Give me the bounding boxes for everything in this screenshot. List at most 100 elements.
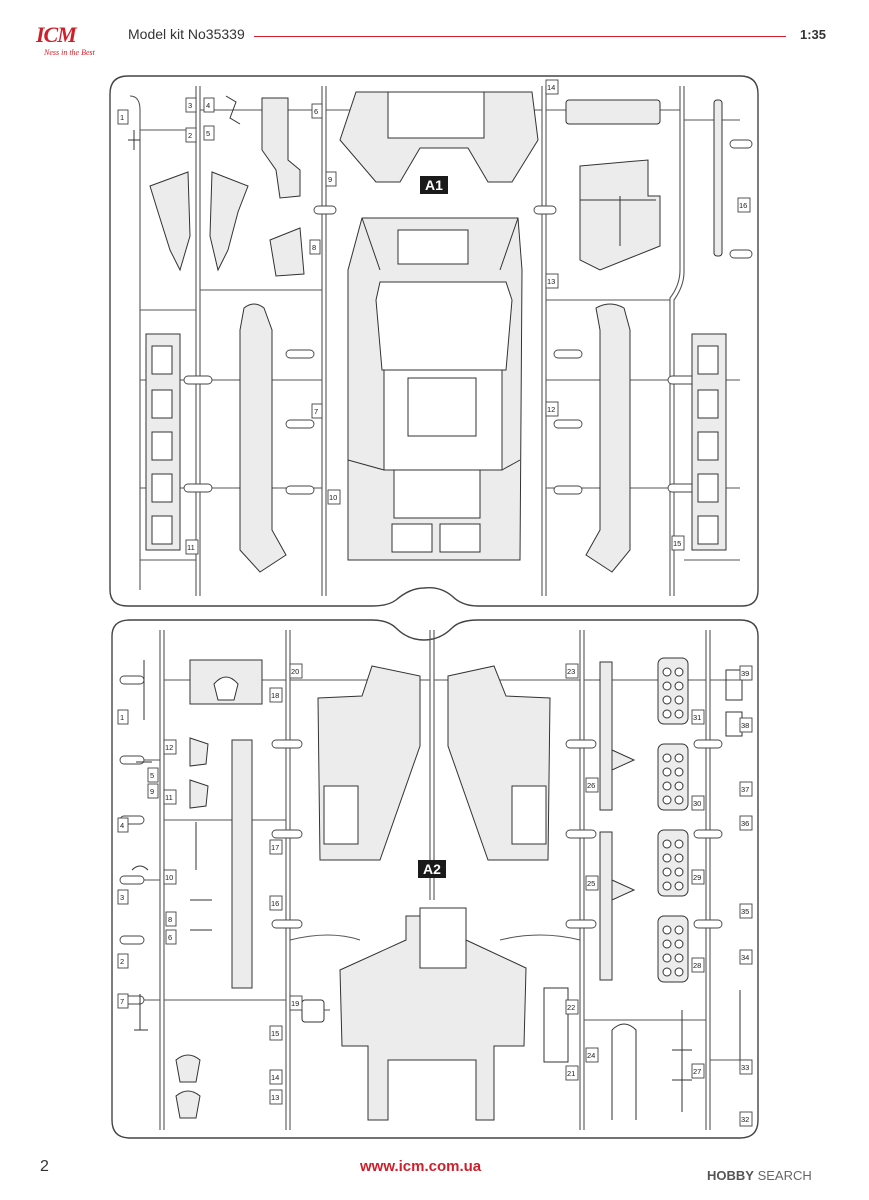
watermark-brand: HOBBY	[707, 1168, 754, 1183]
part-tag-37: 37	[739, 781, 753, 797]
part-tag-label: 13	[271, 1093, 279, 1102]
part-tag-label: 18	[271, 691, 279, 700]
part-tag-22: 22	[565, 999, 579, 1015]
part-tag-label: 24	[587, 1051, 595, 1060]
part-tag-17: 17	[269, 839, 283, 855]
logo-word: ICM	[36, 22, 77, 47]
part-tag-7: 7	[117, 993, 129, 1009]
part-tag-1: 1	[117, 109, 129, 125]
part-tag-label: 16	[271, 899, 279, 908]
part-tag-label: 3	[120, 893, 124, 902]
part-tag-36: 36	[739, 815, 753, 831]
part-tag-label: 7	[314, 407, 318, 416]
part-tag-9: 9	[147, 783, 159, 799]
part-tag-16: 16	[269, 895, 283, 911]
part-tag-18: 18	[269, 687, 283, 703]
part-tag-label: 10	[329, 493, 337, 502]
part-side-skirt-left	[239, 303, 287, 573]
part-tag-14: 14	[545, 79, 559, 95]
part-tag-21: 21	[565, 1065, 579, 1081]
part-tag-label: 13	[547, 277, 555, 286]
part-tag-19: 19	[289, 995, 303, 1011]
part-tag-12: 12	[545, 401, 559, 417]
part-tag-13: 13	[269, 1089, 283, 1105]
part-tag-label: 37	[741, 785, 749, 794]
part-tag-25: 25	[585, 875, 599, 891]
part-tag-label: 26	[587, 781, 595, 790]
sprue-label-a1: A1	[420, 176, 448, 194]
part-fender-left	[149, 171, 191, 272]
part-tag-label: 6	[314, 107, 318, 116]
part-tag-4: 4	[117, 817, 129, 833]
part-tag-label: 8	[168, 915, 172, 924]
part-tag-1: 1	[117, 709, 129, 725]
icm-logo: ICM Ness in the Best	[28, 22, 108, 62]
part-front-glacis	[339, 915, 527, 1121]
part-tag-label: 32	[741, 1115, 749, 1124]
part-gun-barrel	[231, 739, 253, 989]
part-tag-label: 23	[567, 667, 575, 676]
part-fender-right	[209, 171, 249, 272]
part-tag-30: 30	[691, 795, 705, 811]
page-number: 2	[40, 1158, 49, 1175]
part-tag-13: 13	[545, 273, 559, 289]
part-tag-label: 34	[741, 953, 749, 962]
watermark: HOBBY SEARCH	[707, 1168, 812, 1183]
part-tag-15: 15	[671, 535, 685, 551]
part-tag-label: 11	[165, 793, 173, 802]
part-tag-label: 33	[741, 1063, 749, 1072]
header-rule	[254, 36, 786, 37]
part-tag-6: 6	[311, 103, 323, 119]
part-tag-34: 34	[739, 949, 753, 965]
part-tag-label: 5	[206, 129, 210, 138]
part-tag-label: 16	[739, 201, 747, 210]
part-number-tags-a1: 1 2 3 4 5 6 7 8 9 10 11 12 13 14 15 16	[117, 79, 751, 555]
part-tag-35: 35	[739, 903, 753, 919]
part-tag-label: 9	[150, 787, 154, 796]
part-tag-label: 14	[547, 83, 555, 92]
sprue-a2	[111, 619, 759, 1139]
part-tag-label: 20	[291, 667, 299, 676]
sprue-label-a2: A2	[418, 860, 446, 878]
part-tag-12: 12	[163, 739, 177, 755]
part-tag-32: 32	[739, 1111, 753, 1127]
part-tag-label: 39	[741, 669, 749, 678]
part-tag-label: 22	[567, 1003, 575, 1012]
part-tag-label: 4	[120, 821, 124, 830]
part-tag-5: 5	[203, 125, 215, 141]
part-tag-label: 30	[693, 799, 701, 808]
part-tag-3: 3	[185, 97, 197, 113]
part-tag-label: 36	[741, 819, 749, 828]
part-tag-15: 15	[269, 1025, 283, 1041]
part-tag-label: 25	[587, 879, 595, 888]
part-tag-label: 15	[673, 539, 681, 548]
part-tag-label: 35	[741, 907, 749, 916]
part-tag-28: 28	[691, 957, 705, 973]
part-tag-39: 39	[739, 665, 753, 681]
part-tag-7: 7	[311, 403, 323, 419]
part-tag-label: 7	[120, 997, 124, 1006]
part-tag-8: 8	[309, 239, 321, 255]
part-tag-label: 14	[271, 1073, 279, 1082]
watermark-word: SEARCH	[757, 1168, 812, 1183]
part-tag-4: 4	[203, 97, 215, 113]
part-tag-38: 38	[739, 717, 753, 733]
part-tag-10: 10	[327, 489, 341, 505]
part-suspension-rail-2	[599, 831, 613, 981]
part-tag-9: 9	[325, 171, 337, 187]
part-tag-label: 8	[312, 243, 316, 252]
part-tag-23: 23	[565, 663, 579, 679]
kit-title: Model kit No35339	[128, 26, 245, 42]
part-tag-11: 11	[163, 789, 177, 805]
part-tag-16: 16	[737, 197, 751, 213]
part-tag-label: 3	[188, 101, 192, 110]
part-tag-20: 20	[289, 663, 303, 679]
sprue-a1	[109, 75, 759, 607]
site-url[interactable]: www.icm.com.ua	[360, 1158, 482, 1175]
part-tag-label: 21	[567, 1069, 575, 1078]
part-tag-31: 31	[691, 709, 705, 725]
part-tag-label: 19	[291, 999, 299, 1008]
part-tag-29: 29	[691, 869, 705, 885]
part-tag-label: 9	[328, 175, 332, 184]
